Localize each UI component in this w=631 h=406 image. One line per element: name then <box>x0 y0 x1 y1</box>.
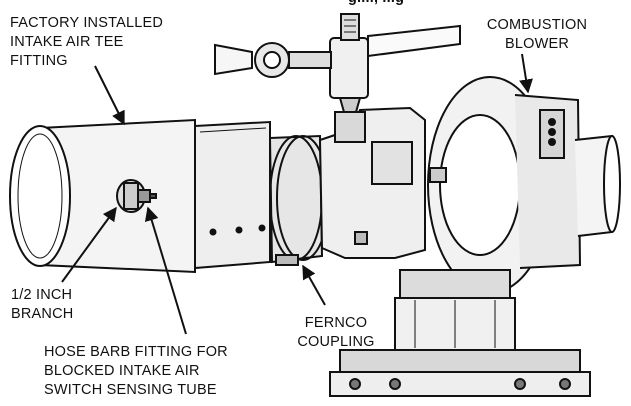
combustion-blower <box>427 76 621 294</box>
leader-half-inch-branch <box>61 206 117 283</box>
tee-fitting-body <box>194 120 271 270</box>
gas-port <box>214 42 332 78</box>
label-line: COUPLING <box>297 334 375 350</box>
mounting-base <box>329 269 591 397</box>
branch-hose-barb <box>116 179 157 213</box>
label-hose-barb-fitting: HOSE BARB FITTING FOR BLOCKED INTAKE AIR… <box>44 343 228 400</box>
label-line: BLOCKED INTAKE AIR <box>44 363 200 379</box>
label-line: BRANCH <box>11 306 74 322</box>
label-fernco-coupling: FERNCO COUPLING <box>288 314 384 352</box>
label-line: FITTING <box>10 53 68 69</box>
label-line: FACTORY INSTALLED <box>10 15 164 31</box>
label-line: 1/2 INCH <box>11 287 73 303</box>
leader-factory-tee <box>94 65 125 126</box>
label-line: HOSE BARB FITTING FOR <box>44 344 228 360</box>
label-line: BLOWER <box>504 36 570 52</box>
label-line: COMBUSTION <box>486 17 588 33</box>
label-line: SWITCH SENSING TUBE <box>44 382 217 398</box>
leader-hose-barb <box>144 206 187 335</box>
intake-pipe <box>9 118 196 274</box>
inducer-housing <box>318 106 426 259</box>
leader-fernco-coupling <box>302 264 326 306</box>
label-half-inch-branch: 1/2 INCH BRANCH <box>11 286 73 324</box>
label-factory-installed-tee: FACTORY INSTALLED INTAKE AIR TEE FITTING <box>10 14 163 71</box>
pressure-switch <box>329 13 461 113</box>
header-fragment-text: g...., ...g <box>348 0 404 8</box>
header-fragment: g...., ...g <box>348 0 404 8</box>
leader-lines <box>61 53 533 335</box>
label-combustion-blower: COMBUSTION BLOWER <box>482 16 592 54</box>
label-line: INTAKE AIR TEE <box>10 34 124 50</box>
label-line: FERNCO <box>304 315 368 331</box>
leader-combustion-blower <box>519 53 533 94</box>
